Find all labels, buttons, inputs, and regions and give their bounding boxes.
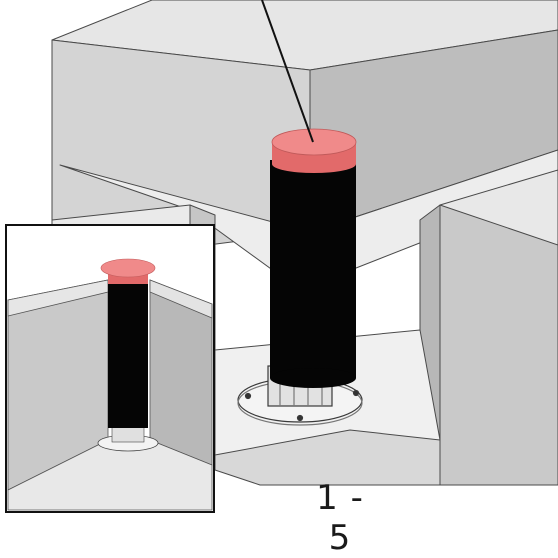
right-block-front — [439, 204, 558, 486]
bollard — [270, 128, 357, 388]
concrete-block-right — [419, 169, 558, 486]
inset-bollard-body — [108, 282, 148, 428]
bollard-body — [270, 160, 356, 378]
bollard-body-bottom — [270, 368, 356, 388]
bolt-hole — [244, 392, 252, 400]
concrete-block-back — [51, 0, 558, 291]
bollard-install-diagram — [5, 0, 558, 513]
inset-detail-view — [5, 224, 215, 513]
bollard-cap-top — [271, 128, 357, 156]
bollard-cap-bottom — [272, 155, 356, 173]
leader-line — [261, 0, 314, 143]
step-label: 1 - 5 — [316, 478, 364, 558]
bolt-hole — [296, 414, 304, 422]
bolt-hole — [352, 389, 360, 397]
inset-wall-right-top — [149, 279, 213, 319]
inset-cap-top — [100, 258, 156, 278]
